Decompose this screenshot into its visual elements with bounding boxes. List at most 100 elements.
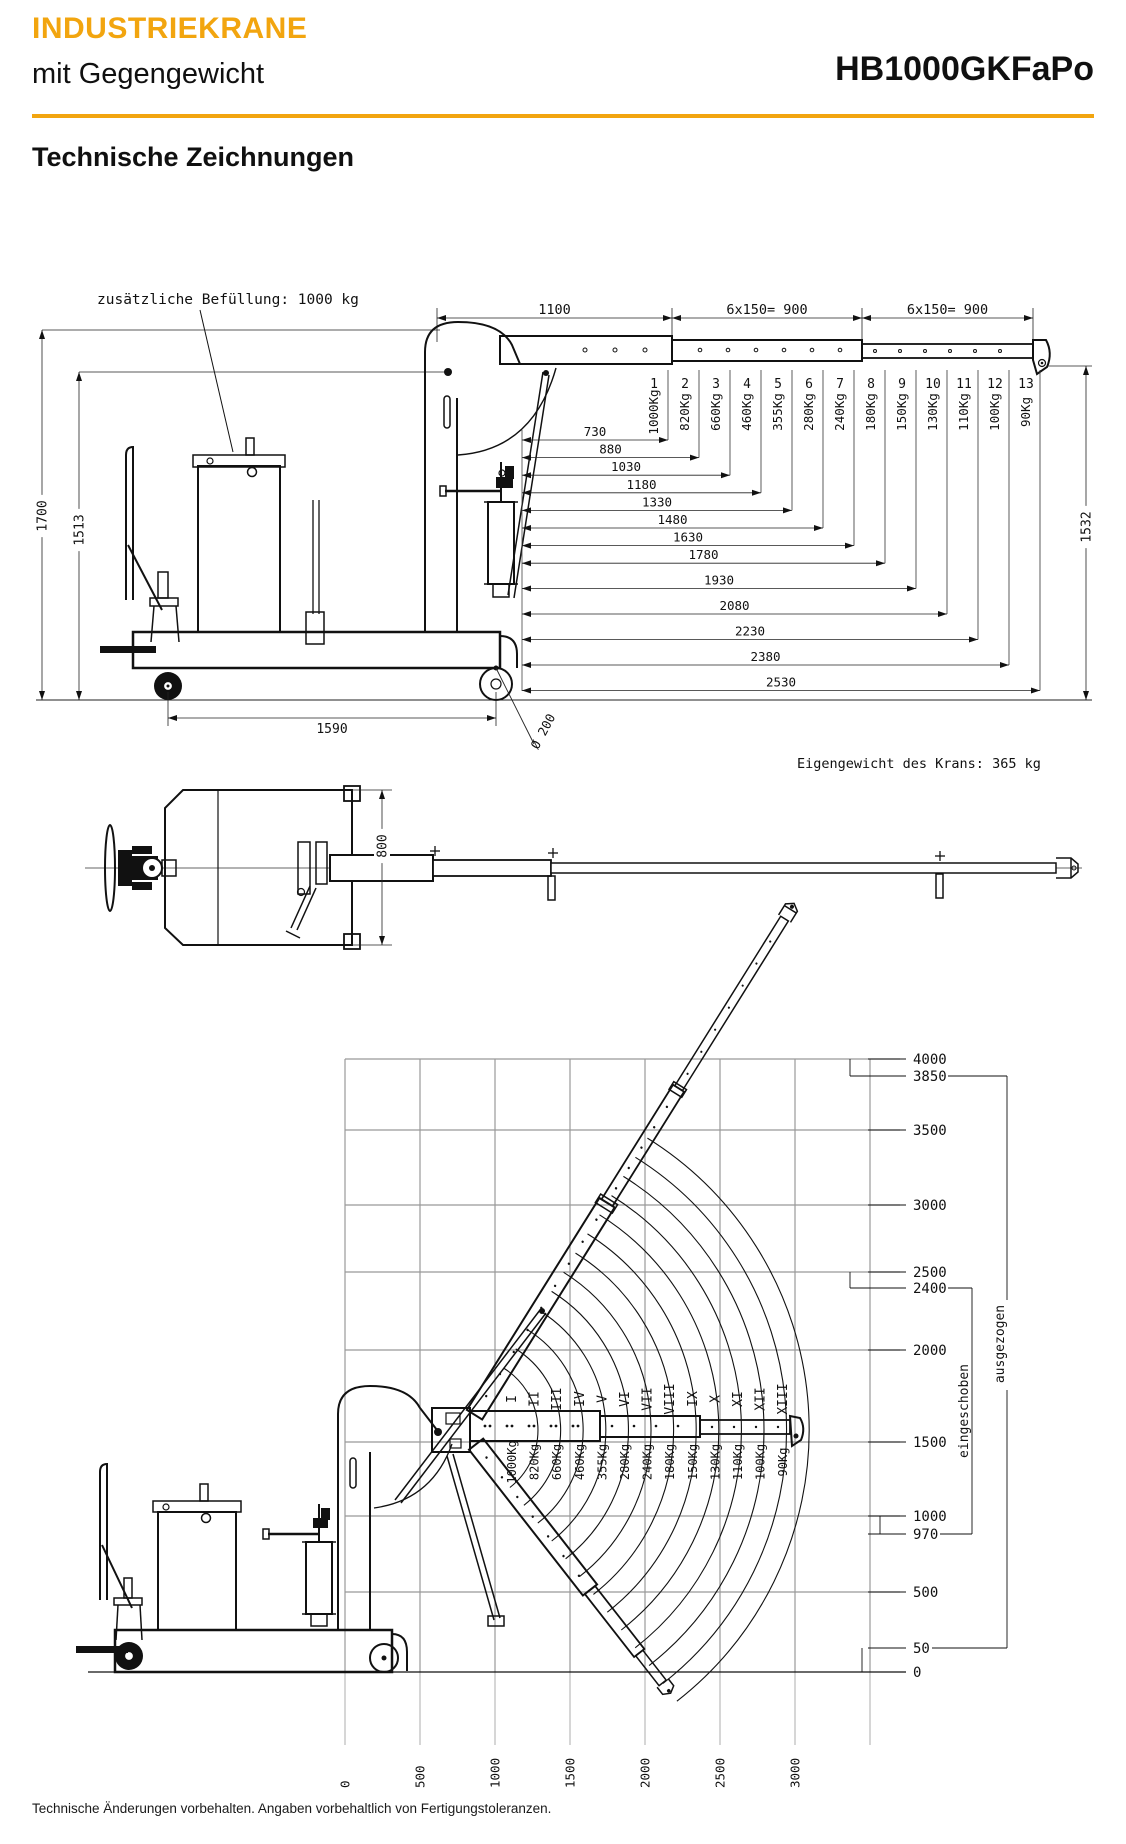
svg-text:1480: 1480 — [657, 512, 687, 527]
svg-text:1532: 1532 — [1080, 511, 1095, 542]
svg-text:1590: 1590 — [316, 722, 347, 737]
svg-text:6x150= 900: 6x150= 900 — [726, 302, 807, 318]
svg-text:XI: XI — [731, 1391, 746, 1407]
svg-text:2500: 2500 — [713, 1758, 728, 1788]
svg-text:1513: 1513 — [73, 514, 88, 545]
svg-text:2380: 2380 — [750, 649, 780, 664]
svg-text:4000: 4000 — [913, 1052, 947, 1068]
svg-text:X: X — [708, 1395, 723, 1403]
svg-text:150Kg: 150Kg — [894, 393, 909, 431]
svg-text:500: 500 — [413, 1765, 428, 1788]
svg-text:1100: 1100 — [538, 302, 571, 318]
svg-text:10: 10 — [925, 377, 941, 392]
svg-text:2000: 2000 — [913, 1343, 947, 1359]
svg-text:13: 13 — [1018, 377, 1034, 392]
svg-text:150Kg: 150Kg — [686, 1444, 700, 1480]
svg-text:1780: 1780 — [688, 547, 718, 562]
svg-text:V: V — [595, 1395, 610, 1403]
svg-text:1500: 1500 — [563, 1758, 578, 1788]
svg-text:12: 12 — [987, 377, 1003, 392]
svg-text:Ø 200: Ø 200 — [527, 711, 558, 751]
svg-text:240Kg: 240Kg — [641, 1444, 655, 1480]
svg-text:2000: 2000 — [638, 1758, 653, 1788]
svg-text:1000: 1000 — [913, 1509, 947, 1525]
svg-text:VIII: VIII — [663, 1383, 678, 1414]
svg-text:1500: 1500 — [913, 1435, 947, 1451]
svg-text:VI: VI — [618, 1391, 633, 1407]
svg-text:1330: 1330 — [642, 494, 672, 509]
svg-text:90Kg: 90Kg — [1018, 397, 1033, 427]
svg-text:180Kg: 180Kg — [663, 1444, 677, 1480]
svg-text:zusätzliche Befüllung: 1000 kg: zusätzliche Befüllung: 1000 kg — [97, 292, 359, 308]
svg-text:1700: 1700 — [36, 500, 51, 531]
svg-text:280Kg: 280Kg — [801, 393, 816, 431]
svg-text:3500: 3500 — [913, 1123, 947, 1139]
svg-text:3000: 3000 — [788, 1758, 803, 1788]
svg-text:eingeschoben: eingeschoben — [957, 1364, 972, 1458]
working-range-diagram: 4000385035003000250024002000150010009705… — [76, 902, 1008, 1788]
svg-text:820Kg: 820Kg — [528, 1444, 542, 1480]
svg-text:2530: 2530 — [766, 675, 796, 690]
crane-weight-note: Eigengewicht des Krans: 365 kg — [797, 756, 1041, 772]
svg-text:50: 50 — [913, 1641, 930, 1657]
svg-text:3850: 3850 — [913, 1069, 947, 1085]
svg-text:2500: 2500 — [913, 1265, 947, 1281]
page-title: Technische Zeichnungen — [32, 142, 355, 172]
svg-text:2400: 2400 — [913, 1281, 947, 1297]
top-view-drawing: 800 — [85, 785, 1082, 950]
svg-text:8: 8 — [867, 377, 875, 392]
svg-text:3000: 3000 — [913, 1198, 947, 1214]
svg-text:2230: 2230 — [735, 624, 765, 639]
svg-text:6x150= 900: 6x150= 900 — [907, 302, 988, 318]
svg-text:90Kg: 90Kg — [776, 1448, 790, 1477]
svg-text:7: 7 — [836, 377, 844, 392]
svg-text:460Kg: 460Kg — [739, 393, 754, 431]
footer-disclaimer: Technische Änderungen vorbehalten. Angab… — [32, 1801, 552, 1816]
svg-text:355Kg: 355Kg — [595, 1444, 609, 1480]
svg-text:1630: 1630 — [673, 530, 703, 545]
svg-text:4: 4 — [743, 377, 751, 392]
svg-text:460Kg: 460Kg — [573, 1444, 587, 1480]
svg-text:2080: 2080 — [719, 598, 749, 613]
svg-text:130Kg: 130Kg — [708, 1444, 722, 1480]
svg-text:240Kg: 240Kg — [832, 393, 847, 431]
svg-text:XIII: XIII — [776, 1383, 791, 1414]
svg-text:730: 730 — [584, 424, 607, 439]
svg-text:1180: 1180 — [626, 477, 656, 492]
svg-text:110Kg: 110Kg — [731, 1444, 745, 1480]
svg-text:I: I — [505, 1395, 520, 1403]
svg-text:0: 0 — [913, 1665, 921, 1681]
brand-title: INDUSTRIEKRANE — [32, 12, 308, 45]
svg-text:VII: VII — [641, 1387, 656, 1410]
brand-subtitle: mit Gegengewicht — [32, 58, 265, 90]
svg-text:1030: 1030 — [611, 459, 641, 474]
accent-divider — [32, 114, 1094, 118]
svg-text:660Kg: 660Kg — [550, 1444, 564, 1480]
svg-text:355Kg: 355Kg — [770, 393, 785, 431]
svg-text:500: 500 — [913, 1585, 938, 1601]
svg-text:2: 2 — [681, 377, 689, 392]
svg-text:1000: 1000 — [488, 1758, 503, 1788]
svg-text:II: II — [528, 1391, 543, 1407]
svg-text:IX: IX — [686, 1391, 701, 1407]
svg-text:1: 1 — [650, 377, 658, 392]
svg-text:280Kg: 280Kg — [618, 1444, 632, 1480]
svg-text:11: 11 — [956, 377, 972, 392]
product-model: HB1000GKFaPo — [835, 50, 1094, 88]
svg-text:III: III — [550, 1387, 565, 1410]
svg-text:100Kg: 100Kg — [987, 393, 1002, 431]
svg-text:9: 9 — [898, 377, 906, 392]
svg-text:1000Kg: 1000Kg — [505, 1440, 519, 1483]
svg-text:IV: IV — [573, 1391, 588, 1407]
svg-text:820Kg: 820Kg — [677, 393, 692, 431]
svg-text:110Kg: 110Kg — [956, 393, 971, 431]
svg-text:880: 880 — [599, 442, 622, 457]
svg-text:130Kg: 130Kg — [925, 393, 940, 431]
svg-text:3: 3 — [712, 377, 720, 392]
svg-text:660Kg: 660Kg — [708, 393, 723, 431]
svg-text:6: 6 — [805, 377, 813, 392]
svg-text:1930: 1930 — [704, 573, 734, 588]
svg-text:5: 5 — [774, 377, 782, 392]
